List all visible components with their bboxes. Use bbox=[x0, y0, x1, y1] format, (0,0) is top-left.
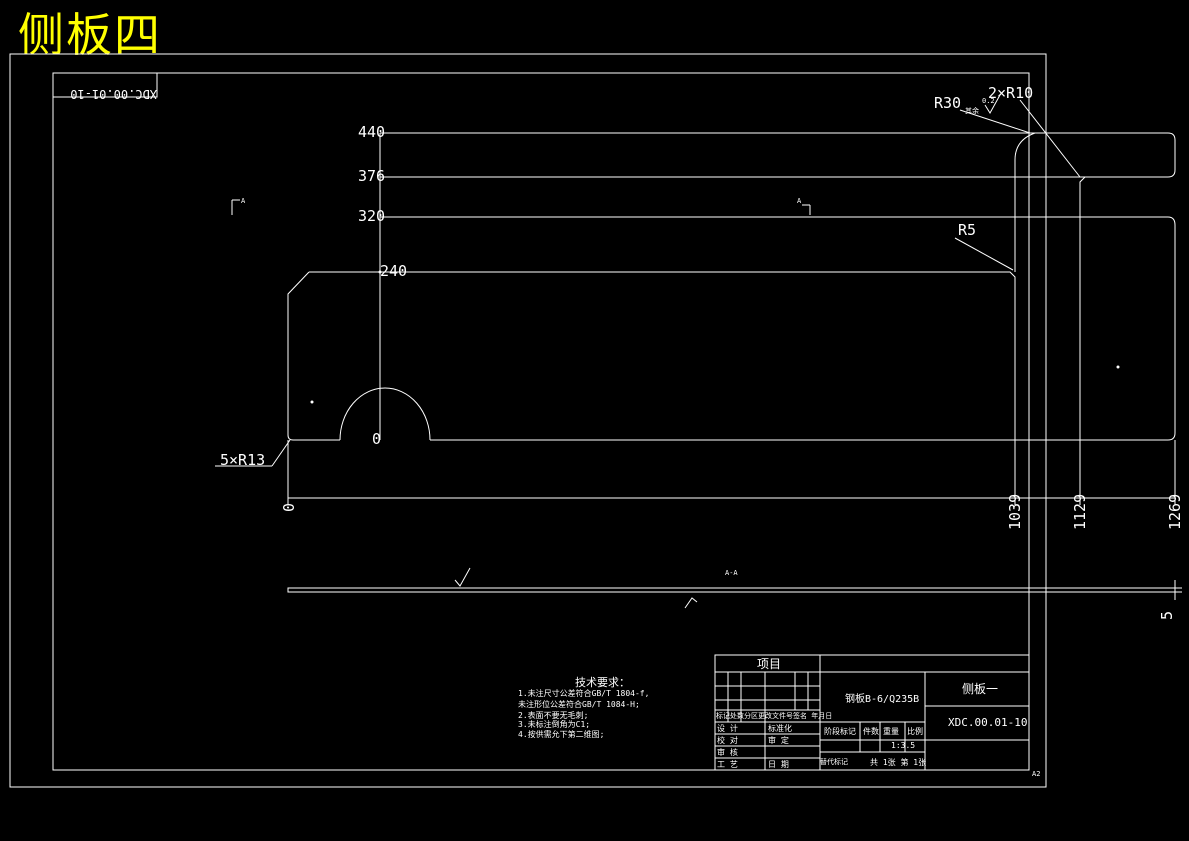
cut-a-right: A bbox=[797, 197, 802, 205]
code-box bbox=[52, 72, 158, 98]
tb-code: XDC.00.01-10 bbox=[948, 716, 1027, 729]
tb-stage-mark: 阶段标记 bbox=[824, 726, 856, 736]
dim-0-x: 0 bbox=[280, 503, 298, 512]
tb-design: 设 计 bbox=[717, 723, 738, 733]
dim-240: 240 bbox=[380, 262, 407, 280]
drawing-title: 侧板四 bbox=[18, 8, 162, 62]
dim-320: 320 bbox=[358, 207, 385, 225]
thickness-label: 5 bbox=[1158, 611, 1176, 620]
tb-check: 校 对 bbox=[717, 735, 738, 745]
tb-scale: 1:3.5 bbox=[891, 741, 915, 750]
tb-part-name: 侧板一 bbox=[962, 682, 998, 696]
tb-process: 工 艺 bbox=[717, 760, 738, 769]
tb-sheet-info: 共 1张 第 1张 bbox=[870, 757, 926, 767]
svg-text:1.未注尺寸公差符合GB/T 1804-f,: 1.未注尺寸公差符合GB/T 1804-f, bbox=[518, 688, 649, 698]
plate-outline bbox=[287, 132, 1176, 498]
r13-label: 5×R13 bbox=[220, 451, 265, 469]
arc-cutout bbox=[339, 387, 431, 441]
svg-text:技术要求：: 技术要求： bbox=[575, 676, 630, 689]
roughness-value: 0.2 bbox=[982, 97, 995, 105]
svg-text:2.表面不要无毛刺;: 2.表面不要无毛刺; bbox=[518, 710, 588, 720]
dim-440: 440 bbox=[358, 123, 385, 141]
section-title: A-A bbox=[725, 569, 738, 577]
tb-audit: 审 核 bbox=[717, 747, 738, 757]
title-block bbox=[714, 654, 1030, 771]
tb-material: 钢板B-6/Q235B bbox=[845, 692, 919, 705]
inner-frame bbox=[52, 72, 1030, 771]
r5-label: R5 bbox=[958, 221, 976, 239]
cut-a-left: A bbox=[241, 197, 246, 205]
svg-text:3.未标注倒角为C1;: 3.未标注倒角为C1; bbox=[518, 719, 590, 729]
dim-1269: 1269 bbox=[1166, 494, 1184, 530]
tb-weight: 重量 bbox=[883, 726, 899, 736]
tb-project: 项目 bbox=[757, 657, 781, 671]
r10-label: 2×R10 bbox=[988, 84, 1033, 102]
dim-0-y: 0 bbox=[372, 430, 381, 448]
tb-date: 日 期 bbox=[768, 760, 789, 769]
tb-standardize: 标准化 bbox=[768, 723, 792, 733]
outer-frame bbox=[9, 53, 1047, 788]
tb-rev-row: 标记处数分区更改文件号签名 年月日 bbox=[716, 711, 832, 720]
dim-1039: 1039 bbox=[1006, 494, 1024, 530]
svg-text:未注形位公差符合GB/T 1084-H;: 未注形位公差符合GB/T 1084-H; bbox=[518, 699, 640, 709]
dim-1129: 1129 bbox=[1071, 494, 1089, 530]
tech-requirements: 技术要求： 1.未注尺寸公差符合GB/T 1804-f, 未注形位公差符合GB/… bbox=[518, 676, 649, 739]
svg-text:4.按供需允下第二维图;: 4.按供需允下第二维图; bbox=[518, 729, 604, 739]
tb-quantity: 件数 bbox=[863, 726, 879, 736]
tb-scale-label: 比例 bbox=[907, 726, 923, 736]
tb-review: 审 定 bbox=[768, 735, 789, 745]
roughness-note: 其余 bbox=[965, 106, 979, 115]
tb-version: 替代标记 bbox=[820, 757, 848, 766]
tb-sheet-size: A2 bbox=[1032, 770, 1040, 778]
rotated-code: XDC.00.01-10 bbox=[70, 87, 157, 101]
r30-label: R30 bbox=[934, 94, 961, 112]
dim-376: 376 bbox=[358, 167, 385, 185]
section-plate bbox=[287, 587, 1176, 593]
